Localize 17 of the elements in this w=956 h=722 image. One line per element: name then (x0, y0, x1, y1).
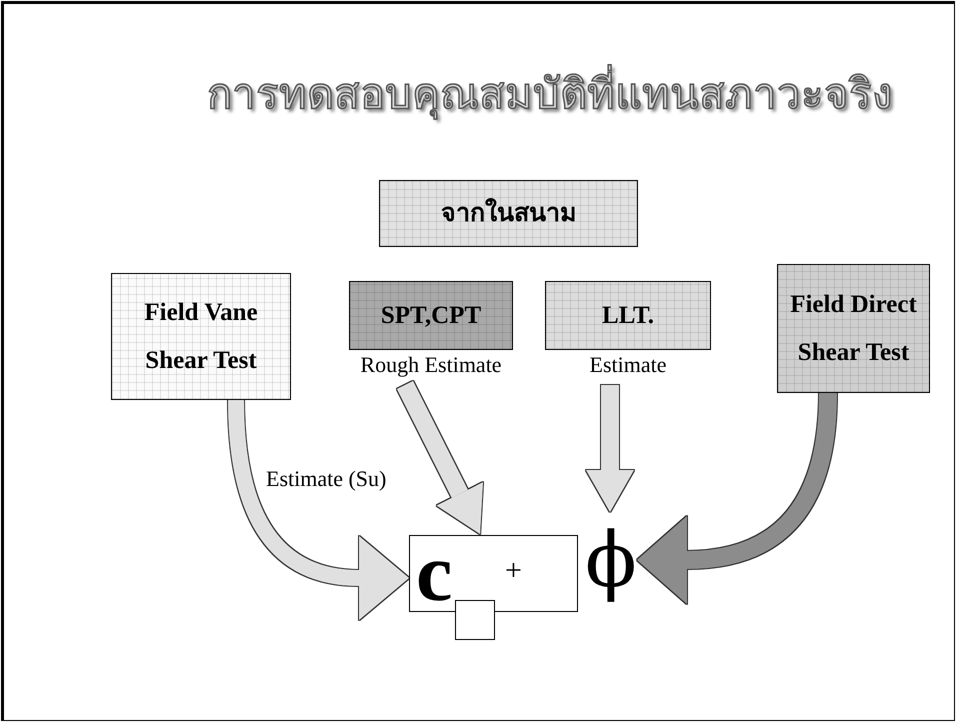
block-arrow (396, 380, 484, 534)
test-box: Field Vane Shear Test (111, 273, 291, 400)
formula-box (409, 535, 578, 612)
node-label: Rough Estimate (360, 352, 502, 378)
block-arrow (586, 385, 634, 512)
test-box: LLT. (545, 281, 711, 350)
edge-label: Estimate (Su) (266, 466, 386, 492)
test-box: SPT,CPT (349, 281, 513, 350)
plus-sign: + (505, 556, 522, 586)
variable-symbol: c (416, 532, 452, 614)
phi-symbol: ϕ (585, 512, 633, 607)
node-label: Estimate (590, 352, 666, 378)
title-heading: การทดสอบคุณสมบัติที่แทนสภาวะจริง (160, 60, 940, 126)
block-arrow (228, 400, 409, 620)
small-square (455, 600, 495, 640)
test-box: Field Direct Shear Test (777, 264, 930, 393)
heading-box: จากในสนาม (379, 180, 638, 247)
